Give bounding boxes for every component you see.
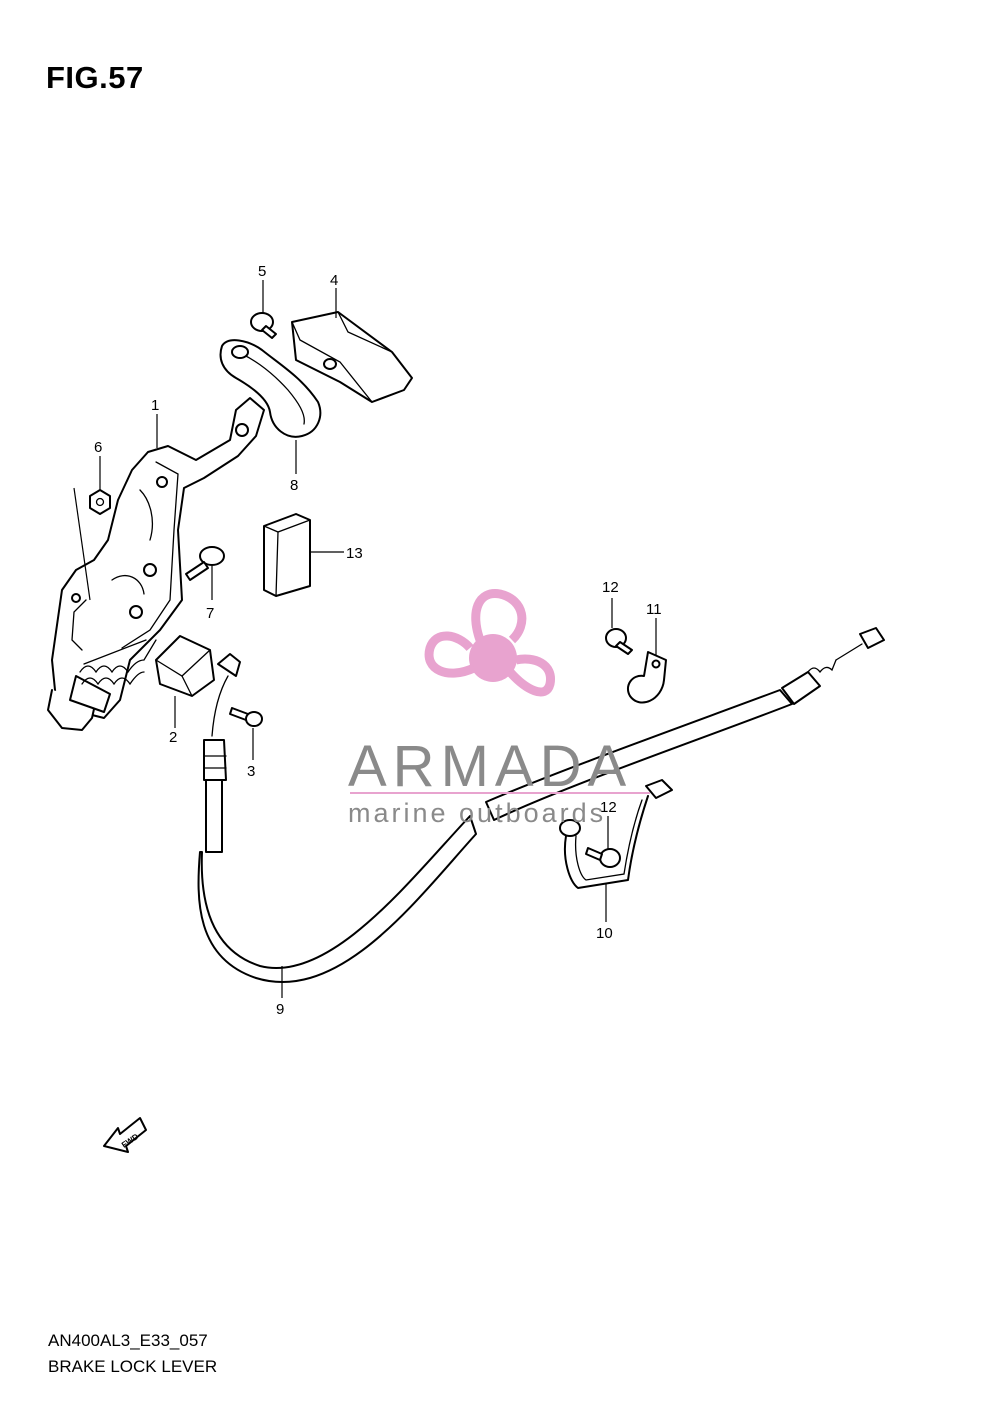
- watermark-name: ARMADA: [348, 734, 632, 799]
- switch-wire: [211, 675, 229, 737]
- leader-lines: [73, 280, 657, 998]
- part-8-lever-arm: [219, 339, 322, 438]
- part-12-bolt-lower: [585, 847, 621, 868]
- callout-5: 5: [258, 263, 266, 280]
- model-code: AN400AL3_E33_057: [48, 1331, 208, 1350]
- watermark-propeller-icon: [424, 589, 555, 697]
- part-3-screw: [229, 707, 263, 727]
- callout-11: 11: [646, 601, 662, 618]
- part-4-lever-grip: [291, 311, 413, 403]
- callout-12-upper: 12: [602, 579, 619, 596]
- part-1-bracket: [47, 397, 265, 731]
- figure-caption: BRAKE LOCK LEVER: [48, 1357, 218, 1376]
- callout-4: 4: [330, 272, 338, 289]
- callout-1: 1: [151, 397, 159, 414]
- callout-13: 13: [346, 545, 363, 562]
- callout-3: 3: [247, 763, 255, 780]
- callout-7: 7: [206, 605, 214, 622]
- part-13-block: [263, 513, 311, 597]
- callout-6: 6: [94, 439, 102, 456]
- part-1-spring: [79, 639, 157, 686]
- callout-8: 8: [290, 477, 298, 494]
- callout-9: 9: [276, 1001, 284, 1018]
- part-10-cable-stay: [559, 779, 673, 889]
- part-11-clamp: [626, 651, 667, 704]
- fwd-arrow-icon: FWD: [103, 1117, 147, 1153]
- part-12-bolt-upper: [605, 628, 633, 655]
- callout-12-lower: 12: [600, 799, 617, 816]
- part-6-nut: [89, 489, 111, 515]
- part-9-brake-cable: [197, 627, 885, 984]
- part-7-bolt: [185, 546, 225, 581]
- figure-title: FIG.57: [46, 60, 144, 95]
- callout-10: 10: [596, 925, 613, 942]
- callout-2: 2: [169, 729, 177, 746]
- part-5-screw: [250, 312, 277, 339]
- watermark-tagline: marine outboards: [348, 798, 606, 828]
- part-2-switch: [155, 635, 241, 697]
